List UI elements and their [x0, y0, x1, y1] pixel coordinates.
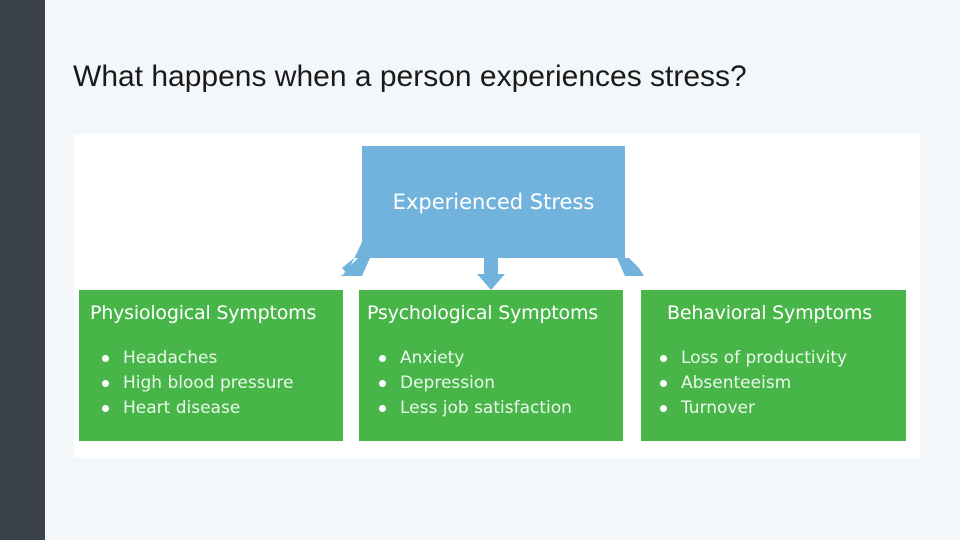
experienced-stress-box: Experienced Stress: [362, 146, 625, 258]
list-item: Heart disease: [90, 396, 343, 421]
bullet-icon: [102, 355, 109, 362]
physiological-symptoms-list: Headaches High blood pressure Heart dise…: [90, 346, 343, 421]
bullet-icon: [379, 355, 386, 362]
list-item-text: Anxiety: [400, 348, 465, 368]
list-item: High blood pressure: [90, 371, 343, 396]
list-item-text: Depression: [400, 373, 496, 393]
physiological-symptoms-box: Physiological Symptoms Headaches High bl…: [79, 290, 343, 441]
list-item-text: Loss of productivity: [681, 348, 848, 368]
list-item-text: Heart disease: [123, 398, 241, 418]
list-item-text: Absenteeism: [681, 373, 792, 393]
bullet-icon: [660, 405, 667, 412]
behavioral-symptoms-title: Behavioral Symptoms: [667, 302, 872, 324]
arrow-to-psychological-head: [477, 274, 505, 290]
bullet-icon: [660, 355, 667, 362]
list-item: Absenteeism: [648, 371, 906, 396]
arrow-to-physiological-head: [342, 258, 370, 276]
stress-diagram: Experienced Stress Physiological Symptom…: [74, 134, 920, 458]
experienced-stress-label: Experienced Stress: [392, 190, 595, 214]
list-item: Less job satisfaction: [367, 396, 623, 421]
bullet-icon: [660, 380, 667, 387]
behavioral-symptoms-box: Behavioral Symptoms Loss of productivity…: [641, 290, 906, 441]
list-item-text: High blood pressure: [123, 373, 294, 393]
bullet-icon: [102, 405, 109, 412]
list-item: Loss of productivity: [648, 346, 906, 371]
slide-side-bar: [0, 0, 45, 540]
list-item-text: Less job satisfaction: [400, 398, 572, 418]
bullet-icon: [102, 380, 109, 387]
list-item-text: Turnover: [681, 398, 755, 418]
list-item: Anxiety: [367, 346, 623, 371]
diagram-arrows: [340, 242, 644, 290]
behavioral-symptoms-list: Loss of productivity Absenteeism Turnove…: [648, 346, 906, 421]
list-item: Depression: [367, 371, 623, 396]
psychological-symptoms-list: Anxiety Depression Less job satisfaction: [367, 346, 623, 421]
list-item-text: Headaches: [123, 348, 218, 368]
physiological-symptoms-title: Physiological Symptoms: [90, 302, 317, 324]
arrow-to-psychological-shaft: [484, 258, 498, 274]
bullet-icon: [379, 405, 386, 412]
slide-title: What happens when a person experiences s…: [73, 60, 747, 93]
arrow-to-behavioral-head: [617, 258, 644, 276]
psychological-symptoms-box: Psychological Symptoms Anxiety Depressio…: [359, 290, 623, 441]
list-item: Turnover: [648, 396, 906, 421]
bullet-icon: [379, 380, 386, 387]
arrow-to-physiological: [340, 242, 362, 276]
list-item: Headaches: [90, 346, 343, 371]
psychological-symptoms-title: Psychological Symptoms: [367, 302, 598, 324]
